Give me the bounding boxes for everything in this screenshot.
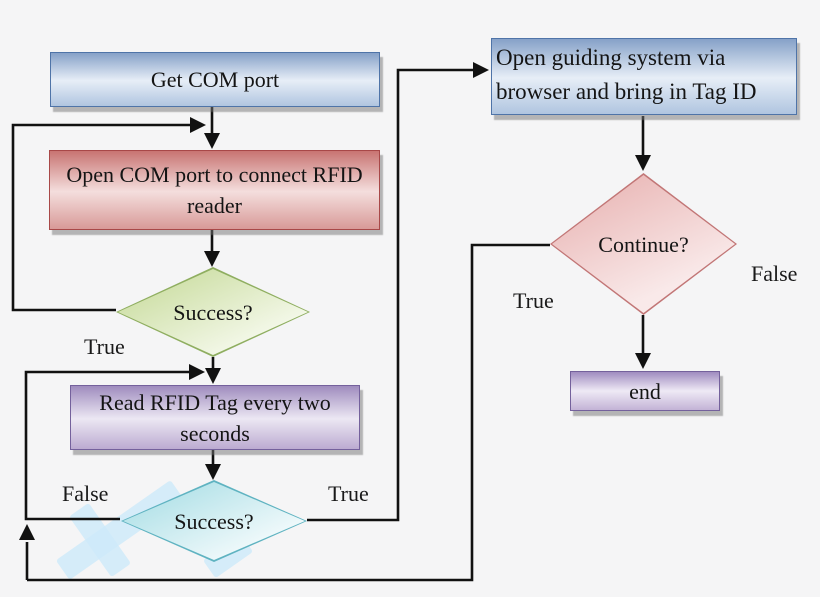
node-open-guiding-system: Open guiding system via browser and brin… — [491, 38, 797, 115]
arrowhead-down-icon — [205, 464, 221, 480]
node-label: Open COM port to connect RFID reader — [66, 162, 363, 218]
node-label: end — [629, 378, 661, 404]
arrowhead-right-icon — [473, 62, 489, 78]
node-end: end — [570, 371, 720, 411]
node-label: Open guiding system via browser and brin… — [496, 45, 757, 104]
node-label: Read RFID Tag every two seconds — [99, 389, 331, 446]
node-open-com-port: Open COM port to connect RFID reader — [49, 150, 380, 230]
arrowhead-right-icon — [189, 364, 205, 380]
arrowhead-down-icon — [635, 353, 651, 369]
node-label: Continue? — [598, 231, 689, 257]
edge-successread-true-to-guiding — [307, 68, 473, 522]
arrowhead-right-icon — [190, 117, 206, 133]
arrowhead-down-icon — [204, 251, 220, 267]
node-get-com-port: Get COM port — [50, 52, 380, 107]
edge-label-success-open-true: True — [84, 334, 125, 359]
arrowhead-down-icon — [204, 133, 220, 149]
edge-label-continue-false: False — [751, 261, 798, 286]
edge-label-success-read-true: True — [328, 481, 369, 506]
node-label: Get COM port — [150, 67, 280, 92]
edge-label-success-read-false: False — [62, 481, 109, 506]
arrowhead-down-icon — [635, 155, 651, 171]
arrowhead-down-icon — [205, 368, 221, 384]
arrowhead-up-icon — [19, 524, 35, 540]
node-label: Success? — [173, 299, 253, 325]
edge-continue-true-bottom — [27, 243, 550, 582]
edge-successopen-false-loop — [11, 123, 190, 312]
edge-successread-false-loop — [24, 370, 189, 521]
node-label: Success? — [174, 508, 254, 534]
edge-label-continue-true: True — [513, 288, 554, 313]
node-read-rfid-tag: Read RFID Tag every two seconds — [70, 385, 360, 450]
